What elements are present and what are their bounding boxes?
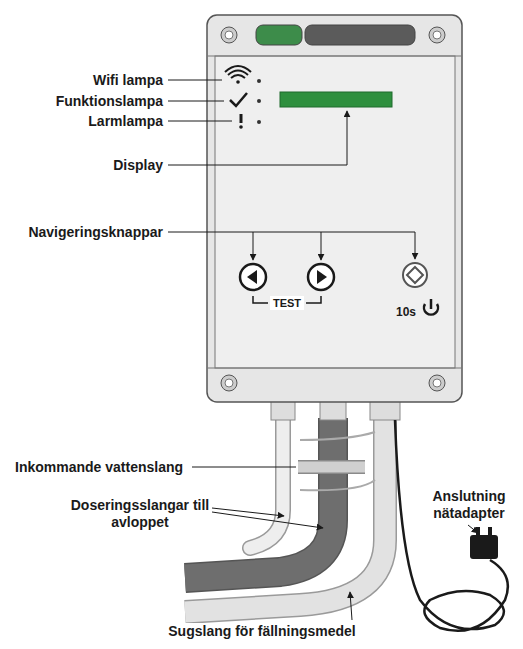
power-adapter bbox=[395, 420, 508, 631]
lamp-label: Larmlampa bbox=[88, 113, 163, 130]
part-label: Doseringsslangar till avloppet bbox=[70, 497, 210, 531]
display bbox=[280, 92, 392, 107]
part-label: Navigeringsknappar bbox=[28, 224, 163, 241]
button-label: 10s bbox=[396, 305, 416, 320]
button-label: TEST bbox=[270, 296, 304, 310]
part-label: Display bbox=[113, 157, 163, 174]
lamp-label: Funktionslampa bbox=[56, 93, 163, 110]
hoses bbox=[185, 418, 385, 612]
part-label: Inkommande vattenslang bbox=[15, 459, 183, 476]
leader-lines bbox=[168, 80, 478, 620]
part-label: Anslutning nätadapter bbox=[420, 488, 518, 522]
lamp-label: Wifi lampa bbox=[93, 72, 163, 89]
part-label: Sugslang för fällningsmedel bbox=[165, 623, 358, 640]
lamp-icons bbox=[225, 66, 261, 129]
housing bbox=[207, 15, 462, 402]
cable-glands bbox=[271, 400, 400, 420]
